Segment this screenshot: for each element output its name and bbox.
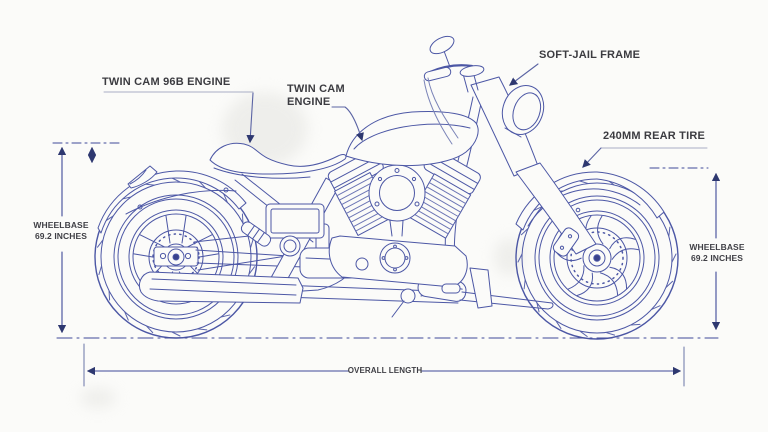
engine (327, 148, 481, 288)
watermark-smudge (494, 238, 524, 276)
mirror-stalk (443, 50, 451, 68)
tank-seam (353, 123, 471, 150)
front-brake-disc (566, 227, 628, 289)
callout-line1: TWIN CAM (287, 83, 345, 95)
overall-length-dimension (83, 343, 685, 387)
leader-rear-tire (582, 147, 602, 168)
horn-cover (279, 235, 301, 257)
leader-frame (509, 63, 539, 86)
fuel-tank (345, 111, 479, 167)
fork-slider (515, 162, 597, 255)
battery-box (265, 203, 325, 257)
overall-length-label: OVERALL LENGTH (347, 366, 423, 375)
derby-cover (379, 242, 411, 274)
wheelbase-left-label: WHEELBASE 69.2 INCHES (33, 220, 89, 241)
air-cleaner (368, 164, 426, 222)
rear-fender (97, 165, 247, 234)
callout-line2: ENGINE (287, 96, 331, 108)
callout-twin-cam-96b-engine: TWIN CAM 96B ENGINE (102, 76, 231, 88)
headlight (501, 85, 545, 138)
dimension-layer (52, 63, 721, 387)
front-cylinder-fins (408, 173, 472, 239)
handlebar (423, 35, 485, 145)
leader-engine-mid (331, 106, 364, 142)
watermark-smudge (80, 388, 116, 408)
rear-shock (240, 221, 272, 247)
tail-light-cone (127, 165, 158, 189)
control-cables (423, 77, 459, 145)
callout-240mm-rear-tire: 240MM REAR TIRE (603, 130, 706, 142)
seat (209, 142, 347, 175)
callout-leaders (103, 63, 708, 168)
callout-twin-cam-engine: TWIN CAM ENGINE (287, 83, 345, 109)
wheelbase-right-label: WHEELBASE 69.2 INCHES (689, 242, 745, 263)
mirror (429, 35, 455, 55)
grip (423, 66, 452, 82)
leader-engine-top (246, 92, 255, 144)
brake-caliper (552, 227, 580, 257)
foot-controls (391, 267, 493, 318)
callout-soft-jail-frame: SOFT-JAIL FRAME (539, 49, 641, 61)
rear-wheel (94, 175, 258, 339)
